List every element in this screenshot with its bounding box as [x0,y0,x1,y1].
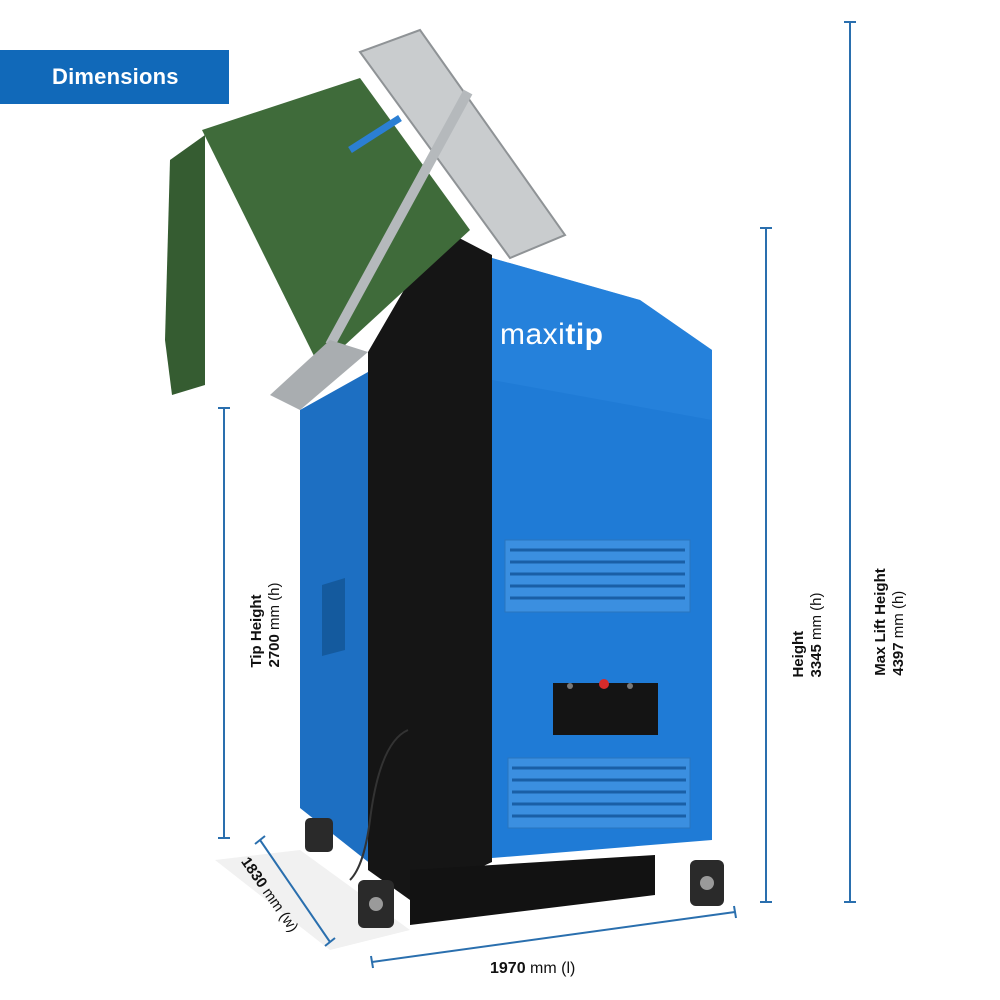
tip-height-unit: mm (h) [266,582,283,635]
control-box [553,683,658,735]
max-lift-height-unit: mm (h) [890,590,907,643]
max-lift-height-label: Max Lift Height 4397 mm (h) [872,568,908,676]
blue-handle [348,115,402,153]
length-value: 1970 [490,960,526,977]
lift-arm [325,89,473,348]
maxitip-logo: maxitip [500,318,604,352]
height-name: Height [790,630,807,678]
page-title: Dimensions [0,50,229,104]
logo-text-tip: tip [565,318,604,351]
tip-height-label: Tip Height 2700 mm (h) [248,582,284,667]
tip-height-value: 2700 [266,634,283,668]
side-vent [322,578,345,656]
logo-text-maxi: maxi [500,318,566,351]
height-unit: mm (h) [808,592,825,645]
green-bin [202,78,470,368]
emergency-stop [599,679,609,689]
max-lift-height-value: 4397 [890,642,907,676]
machine-base [410,855,655,925]
front-vent-upper [504,539,691,613]
height-label: Height 3345 mm (h) [790,592,826,677]
max-lift-height-name: Max Lift Height [872,568,889,676]
length-unit: mm (l) [525,960,576,977]
height-value: 3345 [808,644,825,678]
dimension-lines [218,21,856,969]
length-label: 1970 mm (l) [490,960,575,978]
frame-column [368,228,492,900]
tip-height-name: Tip Height [248,594,265,668]
front-panel-highlight [492,258,712,420]
power-cable [349,729,409,881]
castor-wheels [305,818,724,928]
tip-chute [270,340,368,410]
bin-lid [165,135,205,395]
lift-frame [358,28,567,260]
